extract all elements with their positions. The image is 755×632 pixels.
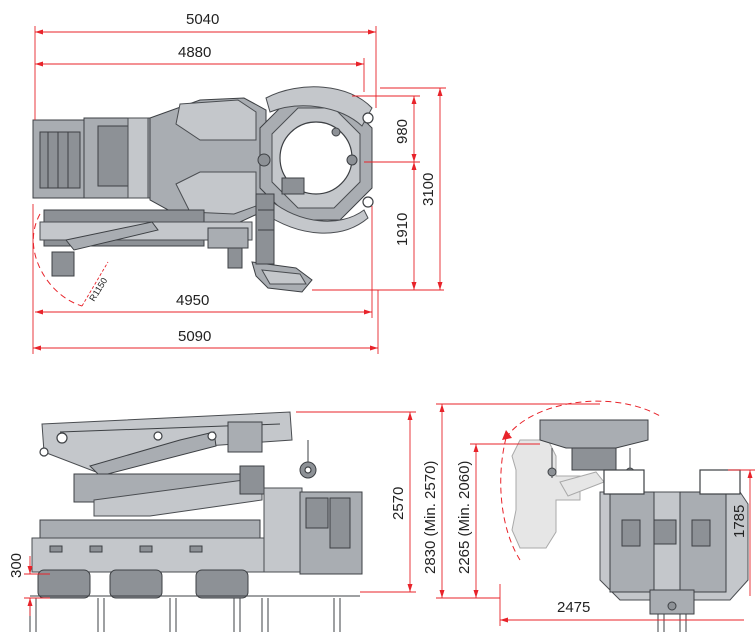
end-view-machine	[500, 400, 749, 632]
dim-980: 980	[352, 95, 420, 163]
dim-4880-label: 4880	[178, 44, 211, 61]
dim-2475-label: 2475	[557, 599, 590, 616]
dim-5090: 5090	[32, 204, 379, 354]
dim-1910: 1910	[312, 162, 444, 291]
dim-300: 300	[8, 553, 50, 616]
dim-5040-label: 5040	[186, 11, 219, 28]
dim-3100-label: 3100	[420, 173, 437, 206]
top-view: R1150 5040 4880 4950	[32, 11, 446, 354]
dim-300-label: 300	[8, 553, 25, 578]
dim-4880: 4880	[35, 44, 365, 92]
dim-4950: 4950	[35, 206, 373, 318]
top-view-machine	[32, 86, 374, 293]
dim-2475: 2475	[499, 584, 744, 626]
dim-2265: 2265 (Min. 2060)	[456, 443, 540, 598]
dim-2265-label: 2265 (Min. 2060)	[456, 461, 473, 574]
dim-5090-label: 5090	[178, 328, 211, 345]
dim-980-label: 980	[394, 119, 411, 144]
dim-5040: 5040	[34, 11, 377, 120]
dim-2570-label: 2570	[390, 487, 407, 520]
dim-1785: 1785	[728, 469, 755, 596]
end-view: 2830 (Min. 2570) 2265 (Min. 2060) 2475 1…	[422, 400, 755, 632]
dim-2570: 2570	[296, 411, 416, 593]
dim-1910-label: 1910	[394, 213, 411, 246]
dim-2830-label: 2830 (Min. 2570)	[422, 461, 439, 574]
dim-4950-label: 4950	[176, 292, 209, 309]
dim-3100: 3100	[380, 87, 446, 290]
side-view-machine	[29, 411, 363, 632]
dim-2830: 2830 (Min. 2570)	[422, 403, 600, 599]
side-view: 2570 300	[8, 411, 416, 632]
radius-label: R1150	[87, 276, 109, 303]
dim-1785-label: 1785	[731, 505, 748, 538]
